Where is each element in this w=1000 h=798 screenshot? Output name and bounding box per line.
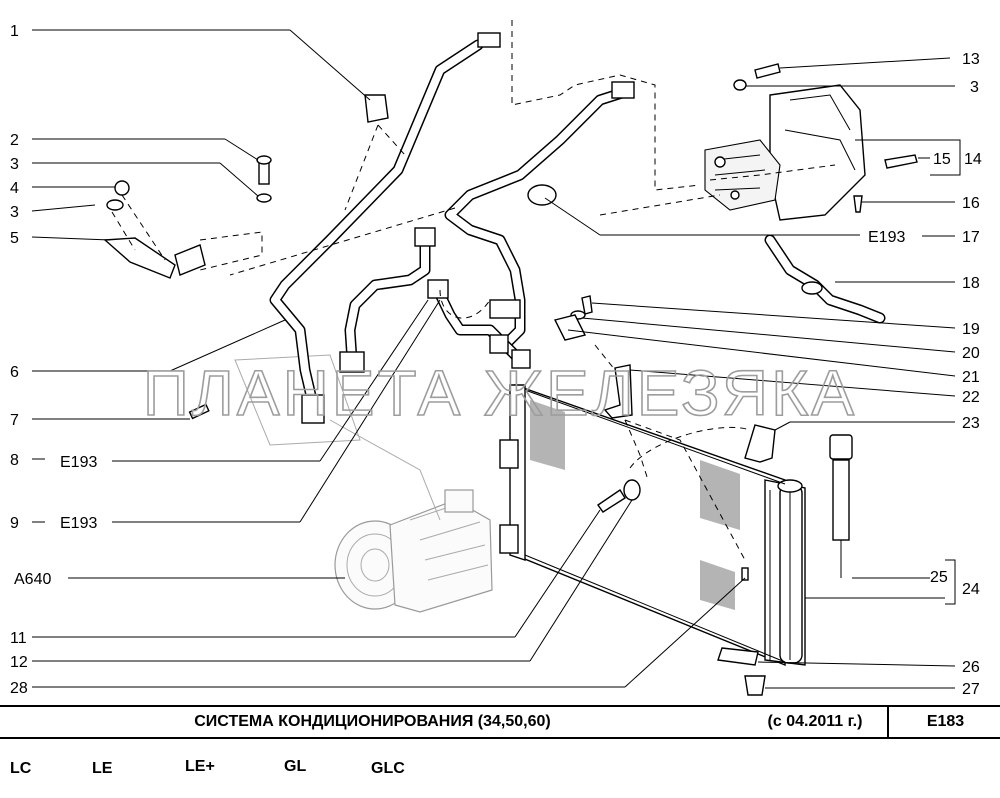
bracket-23 bbox=[744, 424, 776, 463]
callout-28: 28 bbox=[10, 680, 28, 697]
callout-20: 20 bbox=[962, 345, 980, 362]
washer-12 bbox=[623, 479, 641, 501]
bracket-22 bbox=[603, 364, 633, 419]
callout-15: 15 bbox=[933, 151, 951, 168]
page-code: E183 bbox=[887, 707, 1000, 737]
callout-27: 27 bbox=[962, 681, 980, 698]
drier-cap-25 bbox=[829, 434, 853, 460]
callout-16: 16 bbox=[962, 195, 980, 212]
fitting-mid bbox=[489, 299, 521, 319]
callout-23: 23 bbox=[962, 415, 980, 432]
callout-21: 21 bbox=[962, 369, 980, 386]
callout-1: 1 bbox=[10, 23, 19, 40]
callout-19: 19 bbox=[962, 321, 980, 338]
callout-8: 8 bbox=[10, 452, 19, 469]
fitting-8-end bbox=[339, 351, 365, 373]
title-bar: СИСТЕМА КОНДИЦИОНИРОВАНИЯ (34,50,60) (с … bbox=[0, 705, 1000, 739]
fitting-9 bbox=[427, 279, 449, 299]
drier-25 bbox=[832, 459, 850, 541]
callout-2: 2 bbox=[10, 132, 19, 149]
callout-labels: 1 2 3 4 3 5 6 7 8 E193 9 E193 A640 11 12… bbox=[10, 23, 982, 698]
fitting-8 bbox=[414, 227, 436, 247]
callout-7: 7 bbox=[10, 412, 19, 429]
evaporator-module bbox=[704, 84, 866, 221]
fitting-17 bbox=[611, 81, 635, 99]
trim-levels: LC LE LE+ GL GLC bbox=[0, 752, 1000, 792]
callout-3: 3 bbox=[10, 156, 19, 173]
callout-6: 6 bbox=[10, 364, 19, 381]
trim-le-plus: LE+ bbox=[185, 758, 215, 775]
trim-lc: LC bbox=[10, 760, 32, 777]
fitting-lower-a bbox=[489, 334, 509, 354]
callout-3: 3 bbox=[970, 79, 979, 96]
screw-19 bbox=[581, 295, 593, 315]
callout-a640: A640 bbox=[14, 571, 51, 588]
bolt-13 bbox=[754, 63, 781, 79]
callout-14: 14 bbox=[964, 151, 982, 168]
callout-9: 9 bbox=[10, 515, 19, 532]
fitting-lower-b bbox=[511, 349, 531, 369]
callout-12: 12 bbox=[10, 654, 28, 671]
condenser bbox=[499, 384, 806, 667]
callout-26: 26 bbox=[962, 659, 980, 676]
screw-16 bbox=[853, 195, 863, 213]
bracket-21 bbox=[553, 314, 587, 341]
callout-17: 17 bbox=[962, 229, 980, 246]
pin-27 bbox=[744, 675, 766, 696]
assembly-dashed-lines bbox=[111, 20, 836, 561]
callout-5: 5 bbox=[10, 230, 19, 247]
callout-4: 4 bbox=[10, 180, 19, 197]
watermark: ПЛАНЕТА ЖЕЛЕЗЯКА bbox=[143, 357, 857, 429]
clip-17 bbox=[527, 184, 557, 206]
screw-28 bbox=[741, 567, 749, 581]
system-title: СИСТЕМА КОНДИЦИОНИРОВАНИЯ (34,50,60) bbox=[194, 713, 551, 730]
ac-system-exploded-diagram: ПЛАНЕТА ЖЕЛЕЗЯКА 1 2 3 4 3 5 6 7 8 E193 … bbox=[10, 20, 982, 698]
compressor-a640 bbox=[334, 489, 493, 613]
callout-17-code: E193 bbox=[868, 229, 905, 246]
trim-le: LE bbox=[92, 760, 113, 777]
callout-8-code: E193 bbox=[60, 454, 97, 471]
bolt-11 bbox=[597, 489, 626, 513]
callout-11: 11 bbox=[10, 630, 27, 647]
leader-lines bbox=[31, 29, 961, 689]
callout-24: 24 bbox=[962, 581, 980, 598]
callout-13: 13 bbox=[962, 51, 980, 68]
callout-3: 3 bbox=[10, 204, 19, 221]
drain-hose-18 bbox=[764, 234, 886, 324]
washer-3 bbox=[733, 79, 747, 91]
callout-22: 22 bbox=[962, 389, 980, 406]
refrigerant-lines bbox=[269, 39, 631, 406]
guide-line bbox=[329, 419, 441, 521]
fitting-6-end bbox=[301, 394, 325, 424]
trim-glc: GLC bbox=[371, 760, 405, 777]
fitting-top bbox=[477, 32, 501, 48]
callout-25: 25 bbox=[930, 569, 948, 586]
bolt-15 bbox=[884, 154, 918, 169]
callout-9-code: E193 bbox=[60, 515, 97, 532]
clip-1 bbox=[364, 94, 389, 123]
callout-18: 18 bbox=[962, 275, 980, 292]
trim-gl: GL bbox=[284, 758, 307, 775]
bracket-26 bbox=[717, 647, 759, 666]
effective-date: (с 04.2011 г.) bbox=[767, 713, 863, 730]
